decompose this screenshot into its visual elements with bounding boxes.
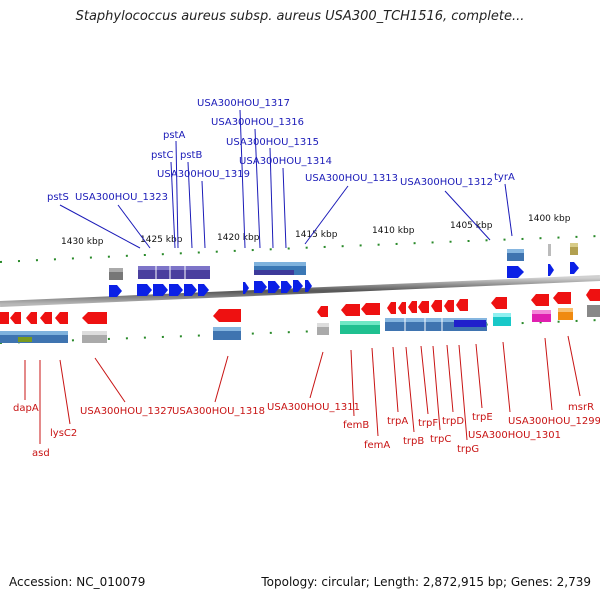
- ruler-label: 1400 kbp: [528, 214, 571, 224]
- ruler-label: 1405 kbp: [450, 221, 493, 231]
- bottom-leader-lines: [24, 335, 581, 444]
- gene-label[interactable]: trpD: [442, 416, 464, 427]
- gene-label[interactable]: USA300HOU_1301: [468, 430, 561, 441]
- ruler-label: 1410 kbp: [372, 226, 415, 236]
- gene-label[interactable]: USA300HOU_1316: [211, 117, 304, 128]
- gene-label[interactable]: USA300HOU_1315: [226, 137, 319, 148]
- gene-label[interactable]: USA300HOU_1319: [157, 169, 250, 180]
- gene-label[interactable]: trpB: [403, 436, 424, 447]
- gene-label[interactable]: trpA: [387, 416, 408, 427]
- gene-label[interactable]: femB: [343, 420, 369, 431]
- gene-label[interactable]: USA300HOU_1314: [239, 156, 332, 167]
- gene-label[interactable]: USA300HOU_1312: [400, 177, 493, 188]
- gene-label[interactable]: trpG: [457, 444, 479, 455]
- gene-label[interactable]: USA300HOU_1313: [305, 173, 398, 184]
- gene-label[interactable]: USA300HOU_1318: [172, 406, 265, 417]
- gene-label[interactable]: USA300HOU_1299: [508, 416, 600, 427]
- gene-label[interactable]: USA300HOU_1327: [80, 406, 173, 417]
- gene-label[interactable]: USA300HOU_1317: [197, 98, 290, 109]
- gene-label[interactable]: pstB: [180, 150, 202, 161]
- gene-label[interactable]: tyrA: [494, 172, 515, 183]
- map-title: Staphylococcus aureus subsp. aureus USA3…: [75, 9, 525, 24]
- forward-gene-track: [109, 243, 579, 297]
- gene-label[interactable]: trpC: [430, 434, 451, 445]
- gene-label[interactable]: pstA: [163, 130, 185, 141]
- gene-label[interactable]: femA: [364, 440, 390, 451]
- genome-summary-text: Topology: circular; Length: 2,872,915 bp…: [261, 575, 591, 589]
- ruler-label: 1420 kbp: [217, 233, 260, 243]
- gene-label[interactable]: asd: [32, 448, 50, 459]
- gene-label[interactable]: trpF: [418, 418, 438, 429]
- genome-backbone: [0, 275, 600, 307]
- ruler-label: 1425 kbp: [140, 235, 183, 245]
- ruler-label: 1430 kbp: [61, 237, 104, 247]
- gene-label[interactable]: pstC: [151, 150, 173, 161]
- gene-label[interactable]: lysC2: [50, 428, 77, 439]
- gene-label[interactable]: msrR: [568, 402, 594, 413]
- top-leader-lines: [59, 109, 513, 249]
- gene-label[interactable]: trpE: [472, 412, 493, 423]
- reverse-gene-track: [0, 289, 600, 343]
- ruler-label: 1415 kbp: [295, 230, 338, 240]
- gene-label[interactable]: USA300HOU_1311: [267, 402, 360, 413]
- gene-label[interactable]: USA300HOU_1323: [75, 192, 168, 203]
- gene-label[interactable]: dapA: [13, 403, 39, 414]
- gene-label[interactable]: pstS: [47, 192, 69, 203]
- accession-text: Accession: NC_010079: [9, 575, 146, 589]
